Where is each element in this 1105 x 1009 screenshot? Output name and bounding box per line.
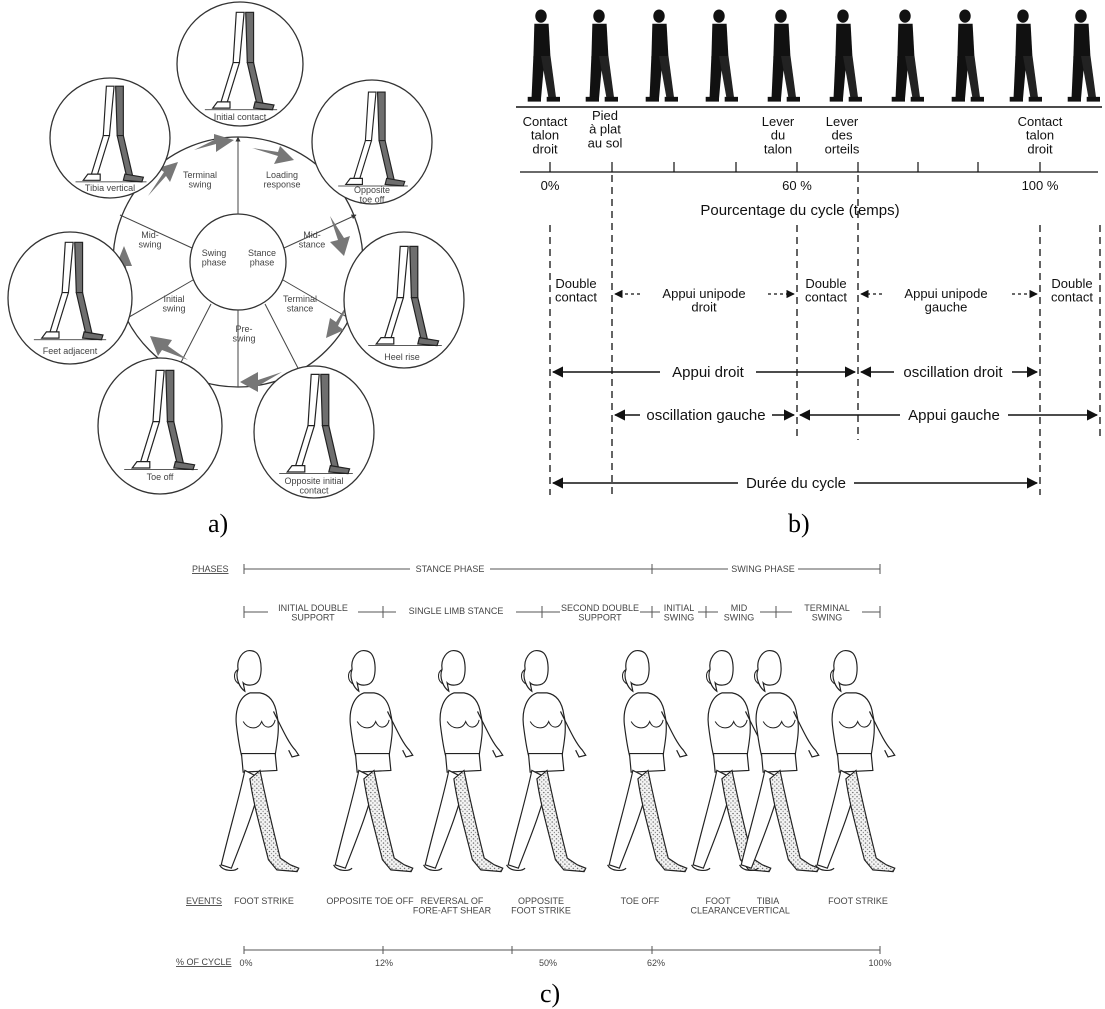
- row-label-percent: % OF CYCLE: [176, 957, 232, 967]
- event-foot-strike-1: FOOT STRIKE: [234, 896, 294, 906]
- walking-women: [220, 651, 895, 872]
- phase-mid-swing: Mid-swing: [138, 230, 161, 250]
- row-label-events: EVENTS: [186, 896, 222, 906]
- percent-100: 100%: [868, 958, 891, 968]
- row-label-phases: PHASES: [192, 564, 229, 574]
- bar-appui-gauche: Appui gauche: [800, 405, 1097, 425]
- percent-50: 50%: [539, 958, 557, 968]
- svg-text:oscillation droit: oscillation droit: [903, 364, 1003, 381]
- event-oval-initial-contact: Initial contact: [177, 2, 303, 126]
- phase-pre-swing: Pre-swing: [232, 324, 255, 344]
- event-oval-feet-adjacent: Feet adjacent: [8, 232, 132, 364]
- event-tibia-vertical-label: Tibia vertical: [85, 183, 135, 193]
- event-oval-tibia-vertical: Tibia vertical: [50, 78, 170, 198]
- event-toe-off-label: Toe off: [147, 472, 174, 482]
- svg-text:Appui gauche: Appui gauche: [908, 407, 1000, 424]
- timeline-ticks: [550, 162, 1040, 172]
- event-opposite-toe-off: OPPOSITE TOE OFF: [326, 896, 414, 906]
- bar-appui-droit: Appui droit: [553, 362, 855, 382]
- svg-text:Durée du cycle: Durée du cycle: [746, 475, 846, 492]
- svg-text:oscillation gauche: oscillation gauche: [646, 407, 765, 424]
- event-feet-adjacent-label: Feet adjacent: [43, 346, 98, 356]
- percent-12: 12%: [375, 958, 393, 968]
- bar-oscillation-gauche: oscillation gauche: [615, 405, 794, 425]
- tick-0: 0%: [541, 178, 560, 193]
- panel-b-label: b): [788, 509, 810, 538]
- sub-phase-single-limb-stance: SINGLE LIMB STANCE: [409, 606, 504, 616]
- tick-100: 100 %: [1022, 178, 1059, 193]
- phase-mid-stance: Mid-stance: [299, 230, 326, 250]
- top-phase-stance: STANCE PHASE: [416, 564, 485, 574]
- event-heel-rise-label: Heel rise: [384, 352, 420, 362]
- event-toe-off: TOE OFF: [621, 896, 660, 906]
- tick-60: 60 %: [782, 178, 812, 193]
- event-foot-strike-2: FOOT STRIKE: [828, 896, 888, 906]
- bar-duree-du-cycle: Durée du cycle: [553, 473, 1037, 493]
- event-initial-contact-label: Initial contact: [214, 112, 267, 122]
- event-oval-toe-off: Toe off: [98, 358, 222, 494]
- axis-title: Pourcentage du cycle (temps): [700, 202, 899, 219]
- walker-silhouettes: [528, 9, 1100, 101]
- event-oval-heel-rise: Heel rise: [344, 232, 464, 368]
- percent-62: 62%: [647, 958, 665, 968]
- bar-oscillation-droit: oscillation droit: [861, 362, 1037, 382]
- dashed-phase-guides: [550, 175, 1100, 495]
- panel-a-label: a): [208, 509, 228, 538]
- panel-c-label: c): [540, 979, 560, 1008]
- top-phase-swing: SWING PHASE: [731, 564, 795, 574]
- panel-c-gait-phases: PHASES STANCE PHASE SWING PHASE INITIAL …: [176, 563, 895, 1008]
- svg-text:Appui droit: Appui droit: [672, 364, 745, 381]
- percent-0: 0%: [239, 958, 252, 968]
